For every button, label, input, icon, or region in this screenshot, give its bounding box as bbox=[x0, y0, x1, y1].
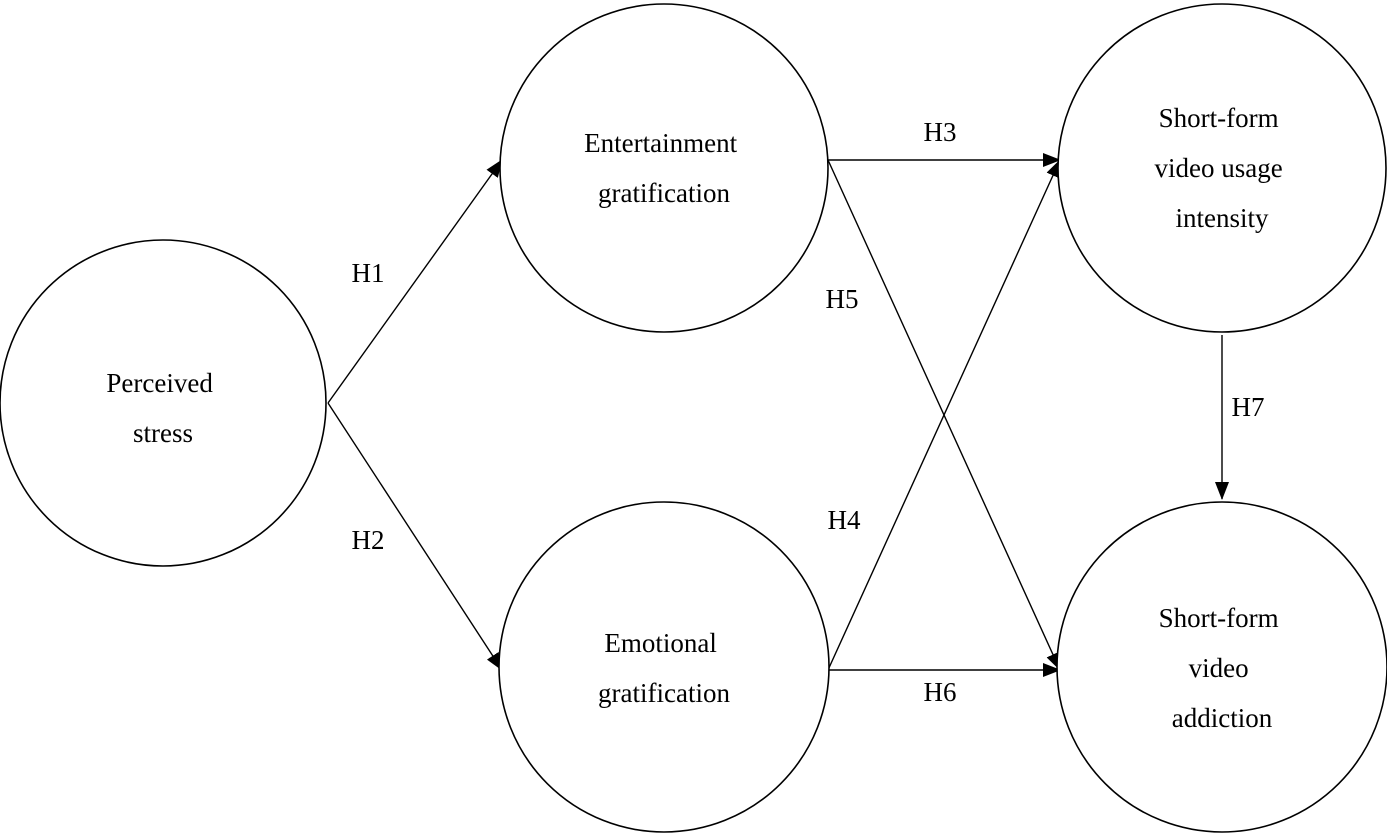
edge-h5-arrow bbox=[827, 159, 1061, 671]
edge-h2-arrow bbox=[327, 402, 503, 671]
node-entertainment-gratification: Entertainment gratification bbox=[499, 3, 829, 333]
edges bbox=[327, 153, 1229, 677]
edge-h6-label: H6 bbox=[924, 677, 957, 707]
edge-h5-label: H5 bbox=[826, 284, 859, 314]
edge-h1-arrow bbox=[327, 159, 503, 404]
edge-labels: H1 H2 H3 H4 H5 H6 H7 bbox=[352, 117, 1265, 707]
node-emotional-gratification: Emotional gratification bbox=[498, 501, 830, 833]
node-video-addiction-circle bbox=[1056, 501, 1387, 833]
node-emotional-gratification-circle bbox=[498, 501, 830, 833]
node-usage-intensity-label: Short-form video usage intensity bbox=[1155, 103, 1290, 233]
edge-h3-label: H3 bbox=[924, 117, 957, 147]
node-perceived-stress-label: Perceived stress bbox=[106, 368, 219, 448]
node-usage-intensity-circle bbox=[1057, 3, 1387, 333]
node-usage-intensity: Short-form video usage intensity bbox=[1057, 3, 1387, 333]
edge-h1-label: H1 bbox=[352, 258, 385, 288]
edge-h4-label: H4 bbox=[828, 505, 861, 535]
node-entertainment-gratification-circle bbox=[499, 3, 829, 333]
node-entertainment-gratification-label: Entertainment gratification bbox=[584, 128, 744, 208]
node-video-addiction-label: Short-form video addiction bbox=[1159, 603, 1286, 733]
node-perceived-stress: Perceived stress bbox=[0, 239, 327, 567]
node-video-addiction: Short-form video addiction bbox=[1056, 501, 1387, 833]
node-perceived-stress-circle bbox=[0, 239, 327, 567]
node-emotional-gratification-label: Emotional gratification bbox=[598, 628, 730, 708]
edge-h2-label: H2 bbox=[352, 525, 385, 555]
edge-h7-label: H7 bbox=[1232, 392, 1265, 422]
